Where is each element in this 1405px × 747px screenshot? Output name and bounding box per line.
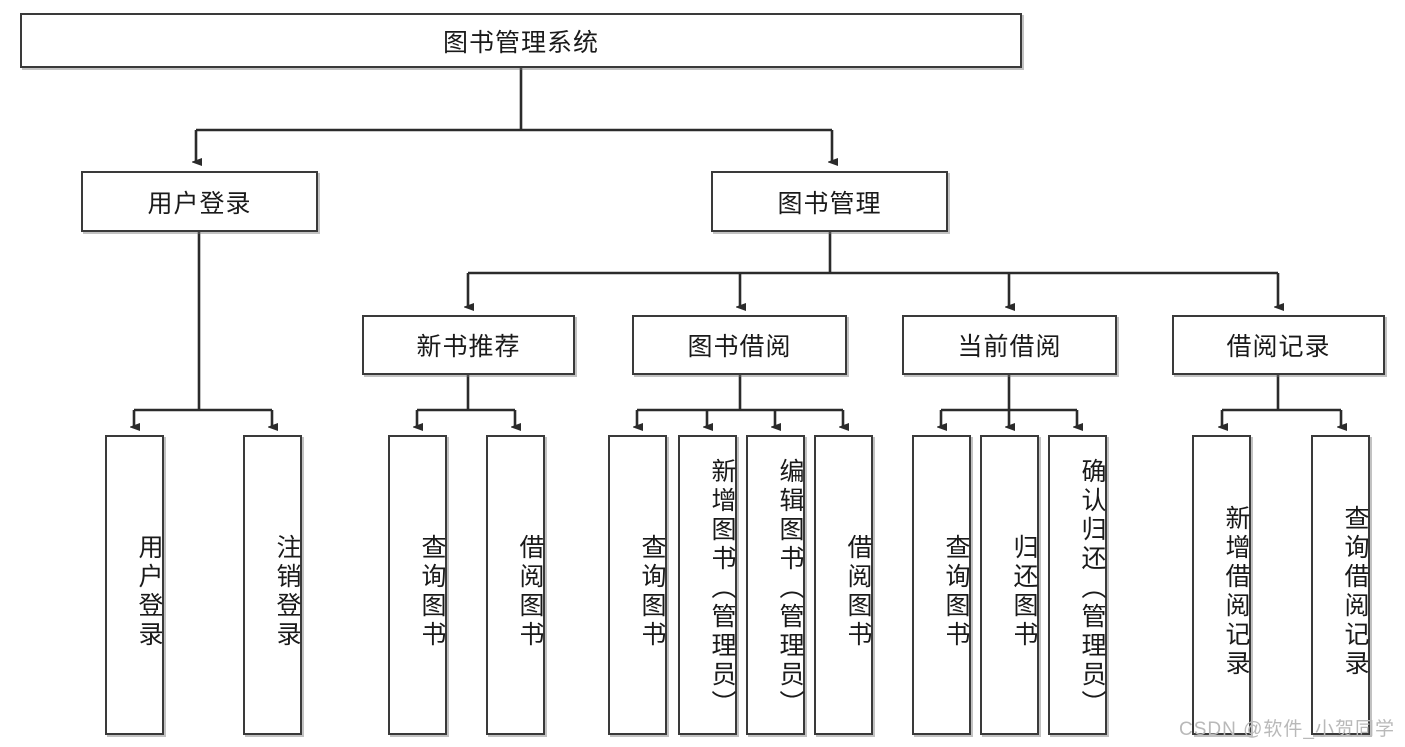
leaf-confirm-return-admin[interactable]: 确认归还（管理员）	[1048, 435, 1107, 735]
leaf-query-book-borrow[interactable]: 查询图书	[608, 435, 667, 735]
node-user-login[interactable]: 用户登录	[81, 171, 318, 232]
leaf-query-borrow-record[interactable]: 查询借阅记录	[1311, 435, 1370, 735]
node-root-system[interactable]: 图书管理系统	[20, 13, 1022, 68]
leaf-return-book[interactable]: 归还图书	[980, 435, 1039, 735]
leaf-edit-book-admin[interactable]: 编辑图书（管理员）	[746, 435, 805, 735]
leaf-add-borrow-record[interactable]: 新增借阅记录	[1192, 435, 1251, 735]
leaf-query-book-current[interactable]: 查询图书	[912, 435, 971, 735]
leaf-user-login[interactable]: 用户登录	[105, 435, 164, 735]
node-borrow-record[interactable]: 借阅记录	[1172, 315, 1385, 375]
node-current-borrow[interactable]: 当前借阅	[902, 315, 1117, 375]
leaf-add-book-admin[interactable]: 新增图书（管理员）	[678, 435, 737, 735]
node-book-borrow[interactable]: 图书借阅	[632, 315, 847, 375]
node-new-book-recommend[interactable]: 新书推荐	[362, 315, 575, 375]
watermark-credit: CSDN @软件_小贺同学	[1179, 719, 1395, 740]
leaf-borrow-book[interactable]: 借阅图书	[814, 435, 873, 735]
leaf-borrow-book-recommend[interactable]: 借阅图书	[486, 435, 545, 735]
leaf-logout-login[interactable]: 注销登录	[243, 435, 302, 735]
leaf-query-book-recommend[interactable]: 查询图书	[388, 435, 447, 735]
node-book-management[interactable]: 图书管理	[711, 171, 948, 232]
